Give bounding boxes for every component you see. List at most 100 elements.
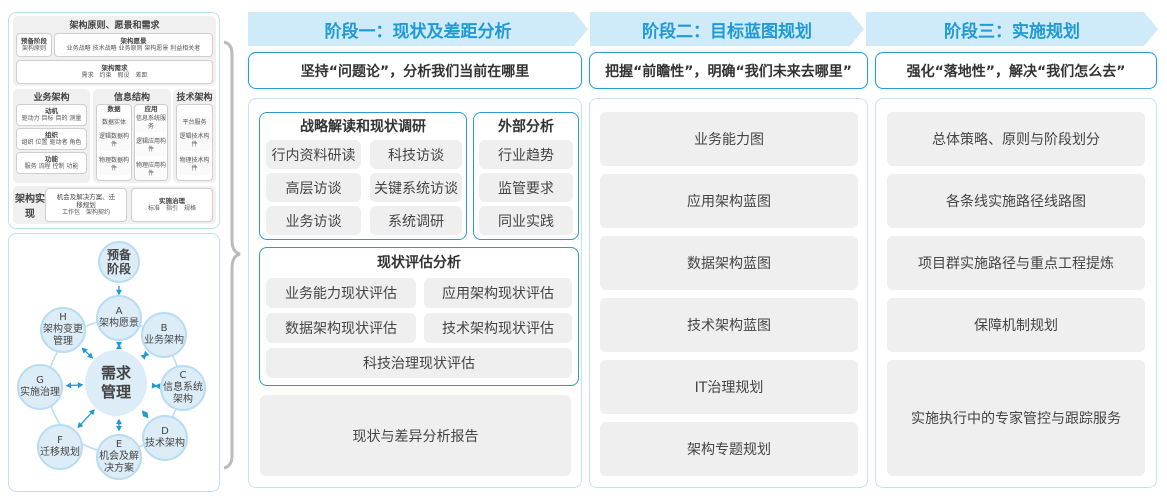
prelim-items: 架构原则 bbox=[21, 45, 46, 52]
gap-analysis-report: 现状与差异分析报告 bbox=[260, 395, 571, 476]
arrowhead-icon bbox=[142, 412, 149, 419]
arrowhead-icon bbox=[65, 382, 72, 389]
node-letter: D bbox=[161, 426, 169, 437]
stage-2-title: 阶段二：目标蓝图规划 bbox=[642, 21, 812, 42]
blueprint-item: 架构专题规划 bbox=[600, 422, 858, 476]
vision-items: 业务战略 技术战略 业务原则 架构愿景 利益相关者 bbox=[66, 45, 201, 52]
bracket-icon bbox=[223, 40, 241, 470]
node-letter: G bbox=[36, 375, 44, 386]
assessment-item: 技术架构现状评估 bbox=[424, 313, 572, 343]
node-letter: C bbox=[179, 370, 187, 381]
info-title: 信息结构 bbox=[113, 93, 150, 103]
node-letter: A bbox=[115, 306, 123, 317]
node-label: 技术架构 bbox=[145, 438, 185, 449]
tech-title: 技术架构 bbox=[176, 93, 213, 103]
node-label: 信息系统架构 bbox=[163, 382, 203, 405]
stage-3-subtitle: 强化“落地性”，解决“我们怎么去” bbox=[875, 52, 1157, 89]
app-title: 应用 bbox=[144, 105, 158, 113]
gov-title: 实施治理 bbox=[159, 197, 185, 205]
arrowhead-icon bbox=[143, 350, 150, 357]
node-letter: F bbox=[57, 435, 63, 446]
blueprint-item: 技术架构蓝图 bbox=[600, 298, 858, 352]
research-item: 关键系统访谈 bbox=[370, 173, 462, 202]
biz-box-items: 服务 流程 控制 功能 bbox=[24, 163, 79, 170]
external-item: 行业趋势 bbox=[479, 140, 573, 169]
arrowhead-icon bbox=[154, 383, 161, 390]
governance-box: 实施治理 标准 指引 规格 bbox=[131, 188, 213, 222]
node-label: 机会及解决方案 bbox=[99, 451, 139, 474]
opp-items: 工作包 架构契约 bbox=[61, 209, 110, 216]
assessment-item: 应用架构现状评估 bbox=[424, 278, 572, 308]
arrowhead-icon bbox=[115, 418, 123, 425]
arrowhead-icon bbox=[81, 347, 88, 354]
node-letter: B bbox=[160, 323, 168, 334]
arrowhead-icon bbox=[115, 425, 123, 432]
stage-1-header: 阶段一：现状及差距分析 bbox=[248, 12, 588, 46]
biz-box: 动机驱动力 目标 目的 测量 bbox=[16, 104, 87, 126]
external-title: 外部分析 bbox=[498, 119, 554, 135]
stage-1-title: 阶段一：现状及差距分析 bbox=[324, 21, 512, 42]
assessment-item: 科技治理现状评估 bbox=[266, 348, 572, 378]
vision-box: 架构愿景 业务战略 技术战略 业务原则 架构愿景 利益相关者 bbox=[54, 33, 213, 57]
biz-box-title: 组织 bbox=[45, 131, 58, 139]
component-item: 逻辑技术构件 bbox=[178, 131, 211, 151]
strategy-title: 战略解读和现状调研 bbox=[300, 119, 426, 135]
component-item: 数据实体 bbox=[98, 117, 130, 129]
arrowhead-icon bbox=[115, 341, 123, 348]
assessment-title: 现状评估分析 bbox=[377, 255, 461, 271]
implementation-item: 实施执行中的专家管控与跟踪服务 bbox=[887, 360, 1145, 476]
component-item: 物理数据构件 bbox=[98, 155, 130, 175]
component-item: 平台服务 bbox=[178, 117, 211, 129]
cycle-node-prelim: 预备阶段 bbox=[98, 241, 140, 283]
external-item: 同业实践 bbox=[479, 206, 573, 235]
node-letter: H bbox=[59, 312, 67, 323]
implementation-item: 项目群实施路径与重点工程提炼 bbox=[887, 236, 1145, 290]
biz-box: 组织组织 位置 驱动者 角色 bbox=[16, 128, 87, 150]
arrowhead-icon bbox=[77, 422, 84, 429]
component-item: 物理技术构件 bbox=[178, 155, 211, 175]
biz-box-title: 功能 bbox=[45, 155, 58, 163]
assessment-item: 数据架构现状评估 bbox=[266, 313, 416, 343]
prelim-title: 预备阶段 bbox=[21, 37, 47, 45]
node-label: 预备阶段 bbox=[106, 248, 131, 276]
data-title: 数据 bbox=[107, 105, 121, 113]
arrowhead-icon bbox=[88, 409, 95, 416]
research-item: 高层访谈 bbox=[266, 173, 361, 202]
opp-title: 机会及解决方案、迁移规划 bbox=[56, 193, 116, 209]
research-item: 行内资料研读 bbox=[266, 140, 361, 169]
node-label: 业务架构 bbox=[144, 335, 184, 346]
impl-title: 架构实现 bbox=[15, 194, 45, 220]
stage-3-header: 阶段三：实施规划 bbox=[866, 12, 1158, 46]
arrowhead-icon bbox=[87, 352, 94, 359]
vision-title: 架构愿景 bbox=[120, 37, 147, 45]
center-label: 需求管理 bbox=[100, 364, 131, 401]
stage-2-subtitle: 把握“前瞻性”，明确“我们未来去哪里” bbox=[589, 52, 868, 89]
blueprint-item: 数据架构蓝图 bbox=[600, 236, 858, 290]
stage-1-subtitle: 坚持“问题论”，分析我们当前在哪里 bbox=[248, 52, 582, 89]
implementation-item: 各条线实施路径线路图 bbox=[887, 174, 1145, 228]
implementation-item: 总体策略、原则与阶段划分 bbox=[887, 112, 1145, 166]
stage-3-title: 阶段三：实施规划 bbox=[944, 21, 1080, 42]
component-item: 逻辑应用构件 bbox=[136, 136, 166, 156]
arrowhead-icon bbox=[115, 289, 123, 296]
req-title: 架构需求 bbox=[101, 64, 128, 72]
principles-title: 架构原则、愿景和需求 bbox=[69, 20, 160, 31]
blueprint-item: 业务能力图 bbox=[600, 112, 858, 166]
assessment-item: 业务能力现状评估 bbox=[266, 278, 416, 308]
research-item: 科技访谈 bbox=[370, 140, 462, 169]
arrowhead-icon bbox=[141, 410, 148, 417]
external-item: 监管要求 bbox=[479, 173, 573, 202]
biz-box-items: 驱动力 目标 目的 测量 bbox=[21, 115, 82, 122]
node-letter: E bbox=[115, 439, 123, 450]
opportunity-box: 机会及解决方案、迁移规划 工作包 架构契约 bbox=[45, 188, 127, 222]
arrowhead-icon bbox=[151, 382, 158, 389]
gov-items: 标准 指引 规格 bbox=[147, 205, 196, 212]
biz-title: 业务架构 bbox=[33, 93, 70, 103]
